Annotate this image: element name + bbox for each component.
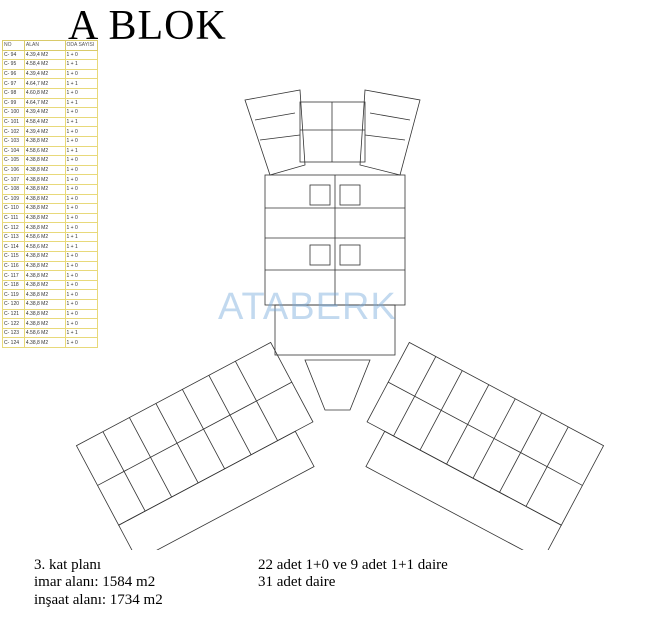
unit-area: 4.38,8 M2 (23, 193, 66, 205)
unit-area: 4.38,8 M2 (23, 318, 66, 329)
unit-area: 4.38,8 M2 (23, 308, 66, 320)
unit-area: 4.38,8 M2 (23, 155, 66, 166)
unit-area: 4.58,6 M2 (23, 241, 66, 253)
unit-area: 4.38,8 M2 (23, 135, 66, 147)
header-no: NO (2, 40, 25, 51)
unit-no: C- 94 (2, 49, 25, 61)
unit-area: 4.58,4 M2 (23, 59, 66, 70)
unit-area: 4.58,6 M2 (23, 231, 66, 243)
unit-no: C- 117 (2, 270, 25, 281)
right-wing (365, 341, 605, 550)
header-oda: ODA SAYISI (64, 40, 98, 51)
unit-no: C- 97 (2, 78, 25, 89)
unit-area: 4.39,4 M2 (23, 68, 66, 80)
header-alan: ALAN (23, 40, 66, 51)
unit-rooms: 1 + 0 (64, 68, 98, 80)
unit-no: C- 99 (2, 97, 25, 109)
unit-area: 4.58,6 M2 (23, 327, 66, 339)
unit-no: C- 109 (2, 193, 25, 205)
unit-no: C- 95 (2, 59, 25, 70)
insaat-area: inşaat alanı: 1734 m2 (34, 592, 163, 608)
unit-area: 4.39,4 M2 (23, 107, 66, 118)
unit-no: C- 116 (2, 260, 25, 272)
unit-no: C- 107 (2, 174, 25, 185)
unit-area: 4.38,8 M2 (23, 270, 66, 281)
unit-area: 4.38,8 M2 (23, 289, 66, 301)
unit-area: 4.64,7 M2 (23, 78, 66, 89)
unit-no: C- 122 (2, 318, 25, 329)
unit-total: 31 adet daire (258, 574, 336, 590)
unit-no: C- 120 (2, 299, 25, 310)
unit-rooms: 1 + 0 (64, 337, 98, 348)
unit-no: C- 123 (2, 327, 25, 339)
unit-no: C- 110 (2, 203, 25, 214)
unit-table-header: NO ALAN ODA SAYISI (2, 40, 98, 51)
unit-area: 4.60,8 M2 (23, 87, 66, 99)
unit-no: C- 124 (2, 337, 25, 348)
unit-area: 4.58,4 M2 (23, 116, 66, 128)
unit-area: 4.38,8 M2 (23, 299, 66, 310)
unit-no: C- 96 (2, 68, 25, 80)
unit-area: 4.39,4 M2 (23, 126, 66, 137)
watermark: ATABERK (218, 286, 397, 328)
unit-rooms: 1 + 0 (64, 49, 98, 61)
unit-area: 4.38,8 M2 (23, 260, 66, 272)
imar-area: imar alanı: 1584 m2 (34, 574, 156, 590)
unit-no: C- 115 (2, 251, 25, 262)
unit-no: C- 104 (2, 145, 25, 157)
unit-area: 4.38,8 M2 (23, 251, 66, 262)
unit-no: C- 98 (2, 87, 25, 99)
unit-area: 4.38,8 M2 (23, 279, 66, 291)
unit-rooms: 1 + 1 (64, 59, 98, 70)
unit-no: C- 100 (2, 107, 25, 118)
left-wing (75, 341, 315, 550)
unit-area: 4.64,7 M2 (23, 97, 66, 109)
unit-area: 4.38,8 M2 (23, 222, 66, 233)
unit-no: C- 106 (2, 164, 25, 176)
upper-left-wing (244, 89, 306, 176)
unit-area: 4.58,6 M2 (23, 145, 66, 157)
unit-no: C- 119 (2, 289, 25, 301)
unit-no: C- 113 (2, 231, 25, 243)
unit-area: 4.38,8 M2 (23, 183, 66, 195)
unit-no: C- 108 (2, 183, 25, 195)
central-core (274, 304, 396, 411)
unit-area: 4.39,4 M2 (23, 49, 66, 61)
unit-area: 4.38,8 M2 (23, 337, 66, 348)
floor-label: 3. kat planı (34, 557, 102, 573)
unit-no: C- 103 (2, 135, 25, 147)
unit-breakdown: 22 adet 1+0 ve 9 adet 1+1 daire (258, 557, 448, 573)
unit-no: C- 118 (2, 279, 25, 291)
upper-top-block (299, 101, 366, 163)
unit-no: C- 121 (2, 308, 25, 320)
floor-plan (75, 89, 605, 550)
unit-area: 4.38,8 M2 (23, 174, 66, 185)
unit-no: C- 112 (2, 222, 25, 233)
unit-area: 4.38,8 M2 (23, 164, 66, 176)
unit-no: C- 102 (2, 126, 25, 137)
upper-right-wing (359, 89, 421, 176)
unit-area: 4.38,8 M2 (23, 212, 66, 224)
unit-area: 4.38,8 M2 (23, 203, 66, 214)
unit-no: C- 114 (2, 241, 25, 253)
unit-no: C- 111 (2, 212, 25, 224)
unit-no: C- 101 (2, 116, 25, 128)
unit-no: C- 105 (2, 155, 25, 166)
